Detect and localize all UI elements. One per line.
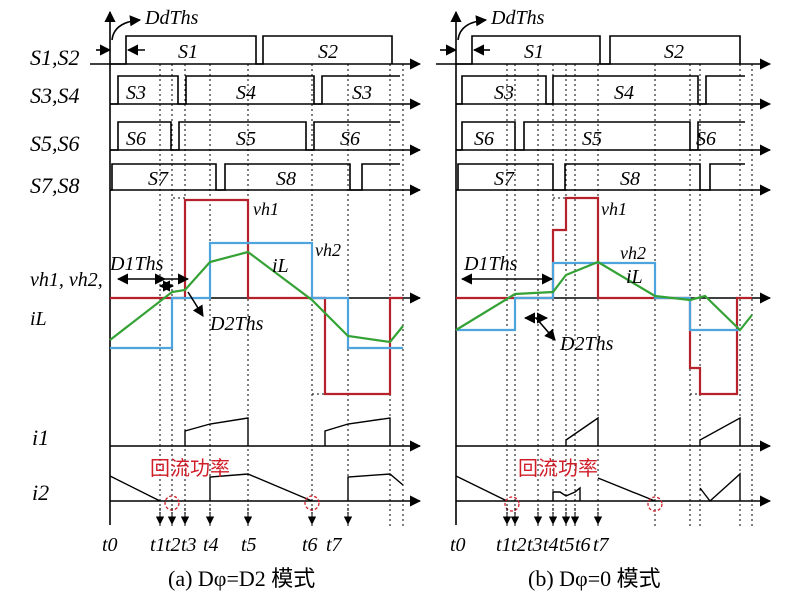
panel-a-pulse-label: S5	[236, 128, 256, 150]
panel-b: S1 S2 S3 S4 S6 S5 S6 S7 S8 DdThs	[436, 7, 772, 591]
panel-b-pulse-label: S6	[696, 128, 716, 150]
panel-b-time-labels: t0 t1 t2 t3 t4 t5 t6 t7	[450, 534, 610, 556]
panel-b-pulse-label: S1	[524, 41, 544, 63]
panel-b-switch-pulses	[456, 35, 745, 191]
panel-b-d1-annotation: D1Ths	[460, 253, 554, 285]
panel-a-time-label: t7	[326, 534, 343, 556]
panel-a-pulse-label: S3	[352, 82, 372, 104]
panel-b-pulse-label: S2	[664, 41, 684, 63]
panel-a-pulse-label: S8	[276, 168, 296, 190]
panel-b-time-arrows	[502, 508, 603, 525]
panel-b-time-label: t1	[496, 534, 512, 556]
panel-b-vh1-label: vh1	[601, 199, 627, 219]
panel-a-switch-pulses	[110, 35, 400, 191]
panel-b-il-waveform	[455, 260, 753, 332]
panel-b-time-label: t2	[511, 534, 527, 556]
panel-b-time-label: t4	[543, 534, 559, 556]
panel-b-dd-annotation: DdThs	[440, 7, 545, 56]
row-label-s3-s4: S3,S4	[30, 83, 80, 108]
panel-b-pulse-label: S7	[494, 168, 515, 190]
panel-a-d2-label: D2Ths	[209, 313, 264, 335]
panel-a-d1-label: D1Ths	[109, 253, 164, 275]
row-label-il: iL	[30, 308, 47, 330]
panel-b-dd-label: DdThs	[490, 7, 545, 29]
panel-a: S1 S2 S3 S4 S3 S6 S5 S6 S7 S8 DdThs	[90, 7, 422, 591]
row-label-i1: i1	[32, 425, 49, 450]
panel-b-pulse-label: S6	[474, 128, 494, 150]
panel-b-d2-label: D2Ths	[559, 333, 614, 355]
panel-a-d2-annotation: D2Ths	[158, 280, 264, 335]
panel-a-vh2-label: vh2	[315, 240, 341, 260]
panel-a-caption: (a) Dφ=D2 模式	[168, 566, 315, 591]
panel-b-pulse-labels: S1 S2 S3 S4 S6 S5 S6 S7 S8	[474, 41, 716, 190]
panel-b-circulating-power-label: 回流功率	[518, 456, 598, 480]
panel-b-vh2-label: vh2	[620, 243, 646, 263]
panel-b-circulating-power-markers	[504, 496, 663, 512]
panel-a-pulse-label: S7	[148, 168, 169, 190]
panel-b-il-label: iL	[626, 266, 643, 288]
panel-a-pulse-label: S4	[236, 82, 256, 104]
panel-a-d1-annotation: D1Ths	[109, 253, 190, 285]
panel-a-time-labels: t0 t1 t2 t3 t4 t5 t6 t7	[102, 534, 343, 556]
panel-a-pulse-labels: S1 S2 S3 S4 S3 S6 S5 S6 S7 S8	[126, 41, 372, 190]
panel-b-time-label: t5	[559, 534, 575, 556]
panel-b-i2-waveform	[455, 472, 741, 503]
panel-b-circ-marker	[504, 496, 520, 512]
panel-b-pulse-label: S4	[614, 82, 634, 104]
panel-a-i2-waveform	[109, 473, 404, 502]
panel-a-pulse-label: S1	[178, 41, 198, 63]
row-label-voltages: vh1, vh2,	[30, 269, 103, 291]
panel-a-time-label: t4	[203, 534, 219, 556]
panel-b-vh2-waveform	[456, 261, 740, 332]
panel-a-circulating-power-label: 回流功率	[150, 456, 230, 480]
panel-b-vh1-waveform	[456, 196, 752, 396]
panel-a-i1-waveform	[184, 417, 391, 446]
row-label-s7-s8: S7,S8	[30, 173, 80, 198]
panel-a-time-label: t1	[150, 534, 166, 556]
panel-b-time-label: t0	[450, 534, 466, 556]
panel-a-time-label: t0	[102, 534, 118, 556]
panel-a-il-waveform	[109, 250, 404, 344]
row-label-s5-s6: S5,S6	[30, 131, 80, 156]
panel-b-d1-label: D1Ths	[463, 253, 518, 275]
row-labels: S1,S2 S3,S4 S5,S6 S7,S8 vh1, vh2, iL i1 …	[30, 45, 103, 505]
panel-a-pulse-label: S6	[340, 128, 360, 150]
panel-a-vh1-waveform	[110, 198, 403, 396]
panel-a-time-label: t6	[302, 534, 318, 556]
panel-a-time-label: t3	[181, 534, 197, 556]
panel-b-time-label: t7	[593, 534, 610, 556]
panel-b-caption: (b) Dφ=0 模式	[528, 566, 661, 591]
panel-b-pulse-label: S5	[582, 128, 602, 150]
panel-a-circ-marker	[304, 495, 320, 511]
panel-a-vh1-label: vh1	[253, 199, 279, 219]
panel-b-time-label: t3	[527, 534, 543, 556]
panel-b-d2-annotation: D2Ths	[523, 312, 614, 355]
panel-a-pulse-label: S3	[126, 82, 146, 104]
panel-b-circ-marker	[647, 496, 663, 512]
panel-b-pulse-label: S8	[620, 168, 640, 190]
panel-b-time-label: t6	[575, 534, 591, 556]
panel-a-circ-marker	[164, 495, 180, 511]
panel-a-time-arrows	[155, 508, 353, 525]
panel-a-time-label: t2	[165, 534, 181, 556]
panel-a-pulse-label: S6	[126, 128, 146, 150]
panel-a-circulating-power-markers	[164, 495, 320, 511]
panel-b-pulse-label: S3	[494, 82, 514, 104]
panel-a-time-label: t5	[241, 534, 257, 556]
panel-a-dd-label: DdThs	[144, 7, 199, 29]
panel-b-i1-waveform	[565, 416, 741, 446]
row-label-i2: i2	[32, 480, 49, 505]
panel-a-vh2-waveform	[110, 241, 403, 350]
panel-a-pulse-label: S2	[318, 41, 338, 63]
panel-a-dd-annotation: DdThs	[96, 7, 199, 56]
row-label-s1-s2: S1,S2	[30, 45, 80, 70]
panel-a-il-label: iL	[272, 255, 289, 277]
